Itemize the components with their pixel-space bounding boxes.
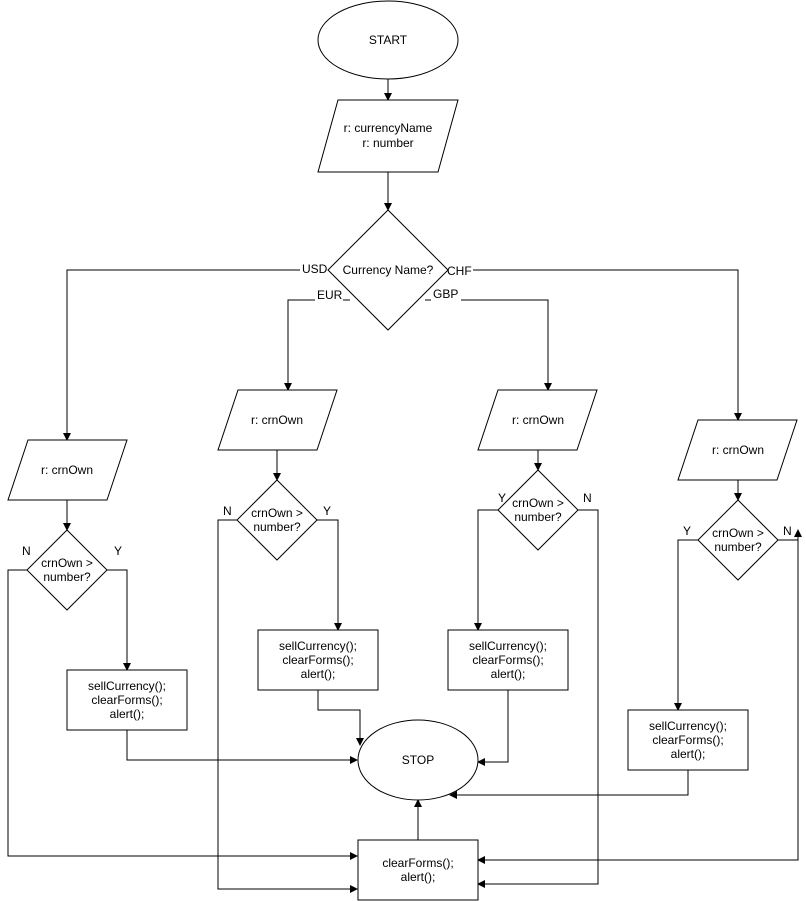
currency-decision-node: Currency Name? [327, 209, 449, 331]
edge-gbp [425, 299, 552, 391]
edge-labels: USD CHF EUR GBP N Y N Y Y N Y N [22, 262, 792, 558]
edge-label-usd-yes: Y [114, 544, 122, 558]
usd-input-node: r: crnOwn [7, 439, 128, 501]
chf-sell-node: sellCurrency(); clearForms(); alert(); [627, 709, 749, 771]
eur-sell-line3: alert(); [301, 667, 336, 681]
input-currency-node: r: currencyName r: number [317, 99, 459, 173]
edge-usd-sell-to-stop [126, 730, 358, 764]
edge-label-chf-yes: Y [683, 524, 691, 538]
edge-error-to-right [477, 530, 799, 864]
edge-label-eur-no: N [223, 504, 232, 518]
eur-input-node: r: crnOwn [217, 389, 338, 451]
chf-sell-line2: clearForms(); [652, 733, 723, 747]
gbp-sell-line3: alert(); [491, 667, 526, 681]
usd-input-label: r: crnOwn [41, 463, 93, 477]
input-currency-line1: r: currencyName [344, 121, 433, 135]
usd-label-bg [300, 262, 328, 276]
usd-decision-node: crnOwn > number? [26, 529, 108, 611]
start-label: START [369, 33, 408, 47]
edge-label-chf-no: N [783, 524, 792, 538]
usd-sell-line2: clearForms(); [91, 693, 162, 707]
chf-decision-line2: number? [714, 540, 762, 554]
edge-chf-yes [674, 539, 698, 711]
usd-sell-line3: alert(); [110, 707, 145, 721]
gbp-input-label: r: crnOwn [512, 413, 564, 427]
chf-label-bg [445, 263, 473, 277]
gbp-label-bg [431, 287, 461, 301]
chf-sell-line1: sellCurrency(); [649, 719, 727, 733]
chf-input-node: r: crnOwn [677, 419, 798, 481]
eur-input-label: r: crnOwn [251, 413, 303, 427]
edge-label-eur-yes: Y [323, 504, 331, 518]
edge-usd-no [7, 569, 358, 860]
edge-eur-no [217, 519, 358, 893]
eur-decision-line2: number? [253, 520, 301, 534]
edge-gbp-no [477, 509, 599, 888]
edge-label-gbp-yes: Y [498, 491, 506, 505]
stop-label: STOP [402, 753, 434, 767]
eur-sell-line1: sellCurrency(); [279, 639, 357, 653]
edge-label-usd-no: N [22, 544, 31, 558]
gbp-sell-node: sellCurrency(); clearForms(); alert(); [447, 629, 569, 691]
edge-label-chf: CHF [447, 264, 472, 278]
stop-node: STOP [357, 719, 479, 801]
chf-decision-node: crnOwn > number? [697, 499, 779, 581]
input-currency-line2: r: number [362, 136, 413, 150]
edges [7, 79, 802, 893]
eur-decision-line1: crnOwn > [251, 506, 303, 520]
currency-decision-label: Currency Name? [343, 263, 434, 277]
chf-decision-line1: crnOwn > [712, 526, 764, 540]
gbp-decision-node: crnOwn > number? [497, 469, 579, 551]
edge-chf-sell-to-stop [449, 770, 689, 799]
eur-label-bg [315, 288, 343, 302]
usd-sell-line1: sellCurrency(); [88, 679, 166, 693]
start-node: START [317, 0, 459, 80]
edge-usd-yes [107, 569, 131, 671]
eur-sell-node: sellCurrency(); clearForms(); alert(); [257, 629, 379, 691]
edge-eur-yes [317, 519, 342, 631]
edge-label-gbp-no: N [583, 491, 592, 505]
edge-label-eur: EUR [317, 288, 343, 302]
gbp-sell-line1: sellCurrency(); [469, 639, 547, 653]
gbp-input-node: r: crnOwn [477, 389, 598, 451]
gbp-decision-line2: number? [514, 510, 562, 524]
eur-sell-line2: clearForms(); [282, 653, 353, 667]
chf-sell-line3: alert(); [671, 747, 706, 761]
edge-gbp-yes [474, 509, 498, 631]
usd-sell-node: sellCurrency(); clearForms(); alert(); [66, 669, 188, 731]
error-line1: clearForms(); [382, 856, 453, 870]
eur-decision-node: crnOwn > number? [236, 479, 318, 561]
usd-decision-line1: crnOwn > [41, 556, 93, 570]
chf-input-label: r: crnOwn [712, 443, 764, 457]
error-node: clearForms(); alert(); [357, 839, 479, 901]
edge-usd [63, 269, 328, 441]
edge-label-usd: USD [302, 262, 328, 276]
edge-chf [448, 269, 742, 421]
edge-gbp-sell-to-stop [477, 690, 509, 766]
edge-label-gbp: GBP [433, 287, 458, 301]
error-line2: alert(); [401, 870, 436, 884]
edge-eur-sell-to-stop [317, 690, 364, 746]
gbp-sell-line2: clearForms(); [472, 653, 543, 667]
gbp-decision-line1: crnOwn > [512, 496, 564, 510]
usd-decision-line2: number? [43, 570, 91, 584]
edge-eur [284, 299, 350, 391]
nodes: START r: currencyName r: number Currency… [7, 0, 798, 901]
